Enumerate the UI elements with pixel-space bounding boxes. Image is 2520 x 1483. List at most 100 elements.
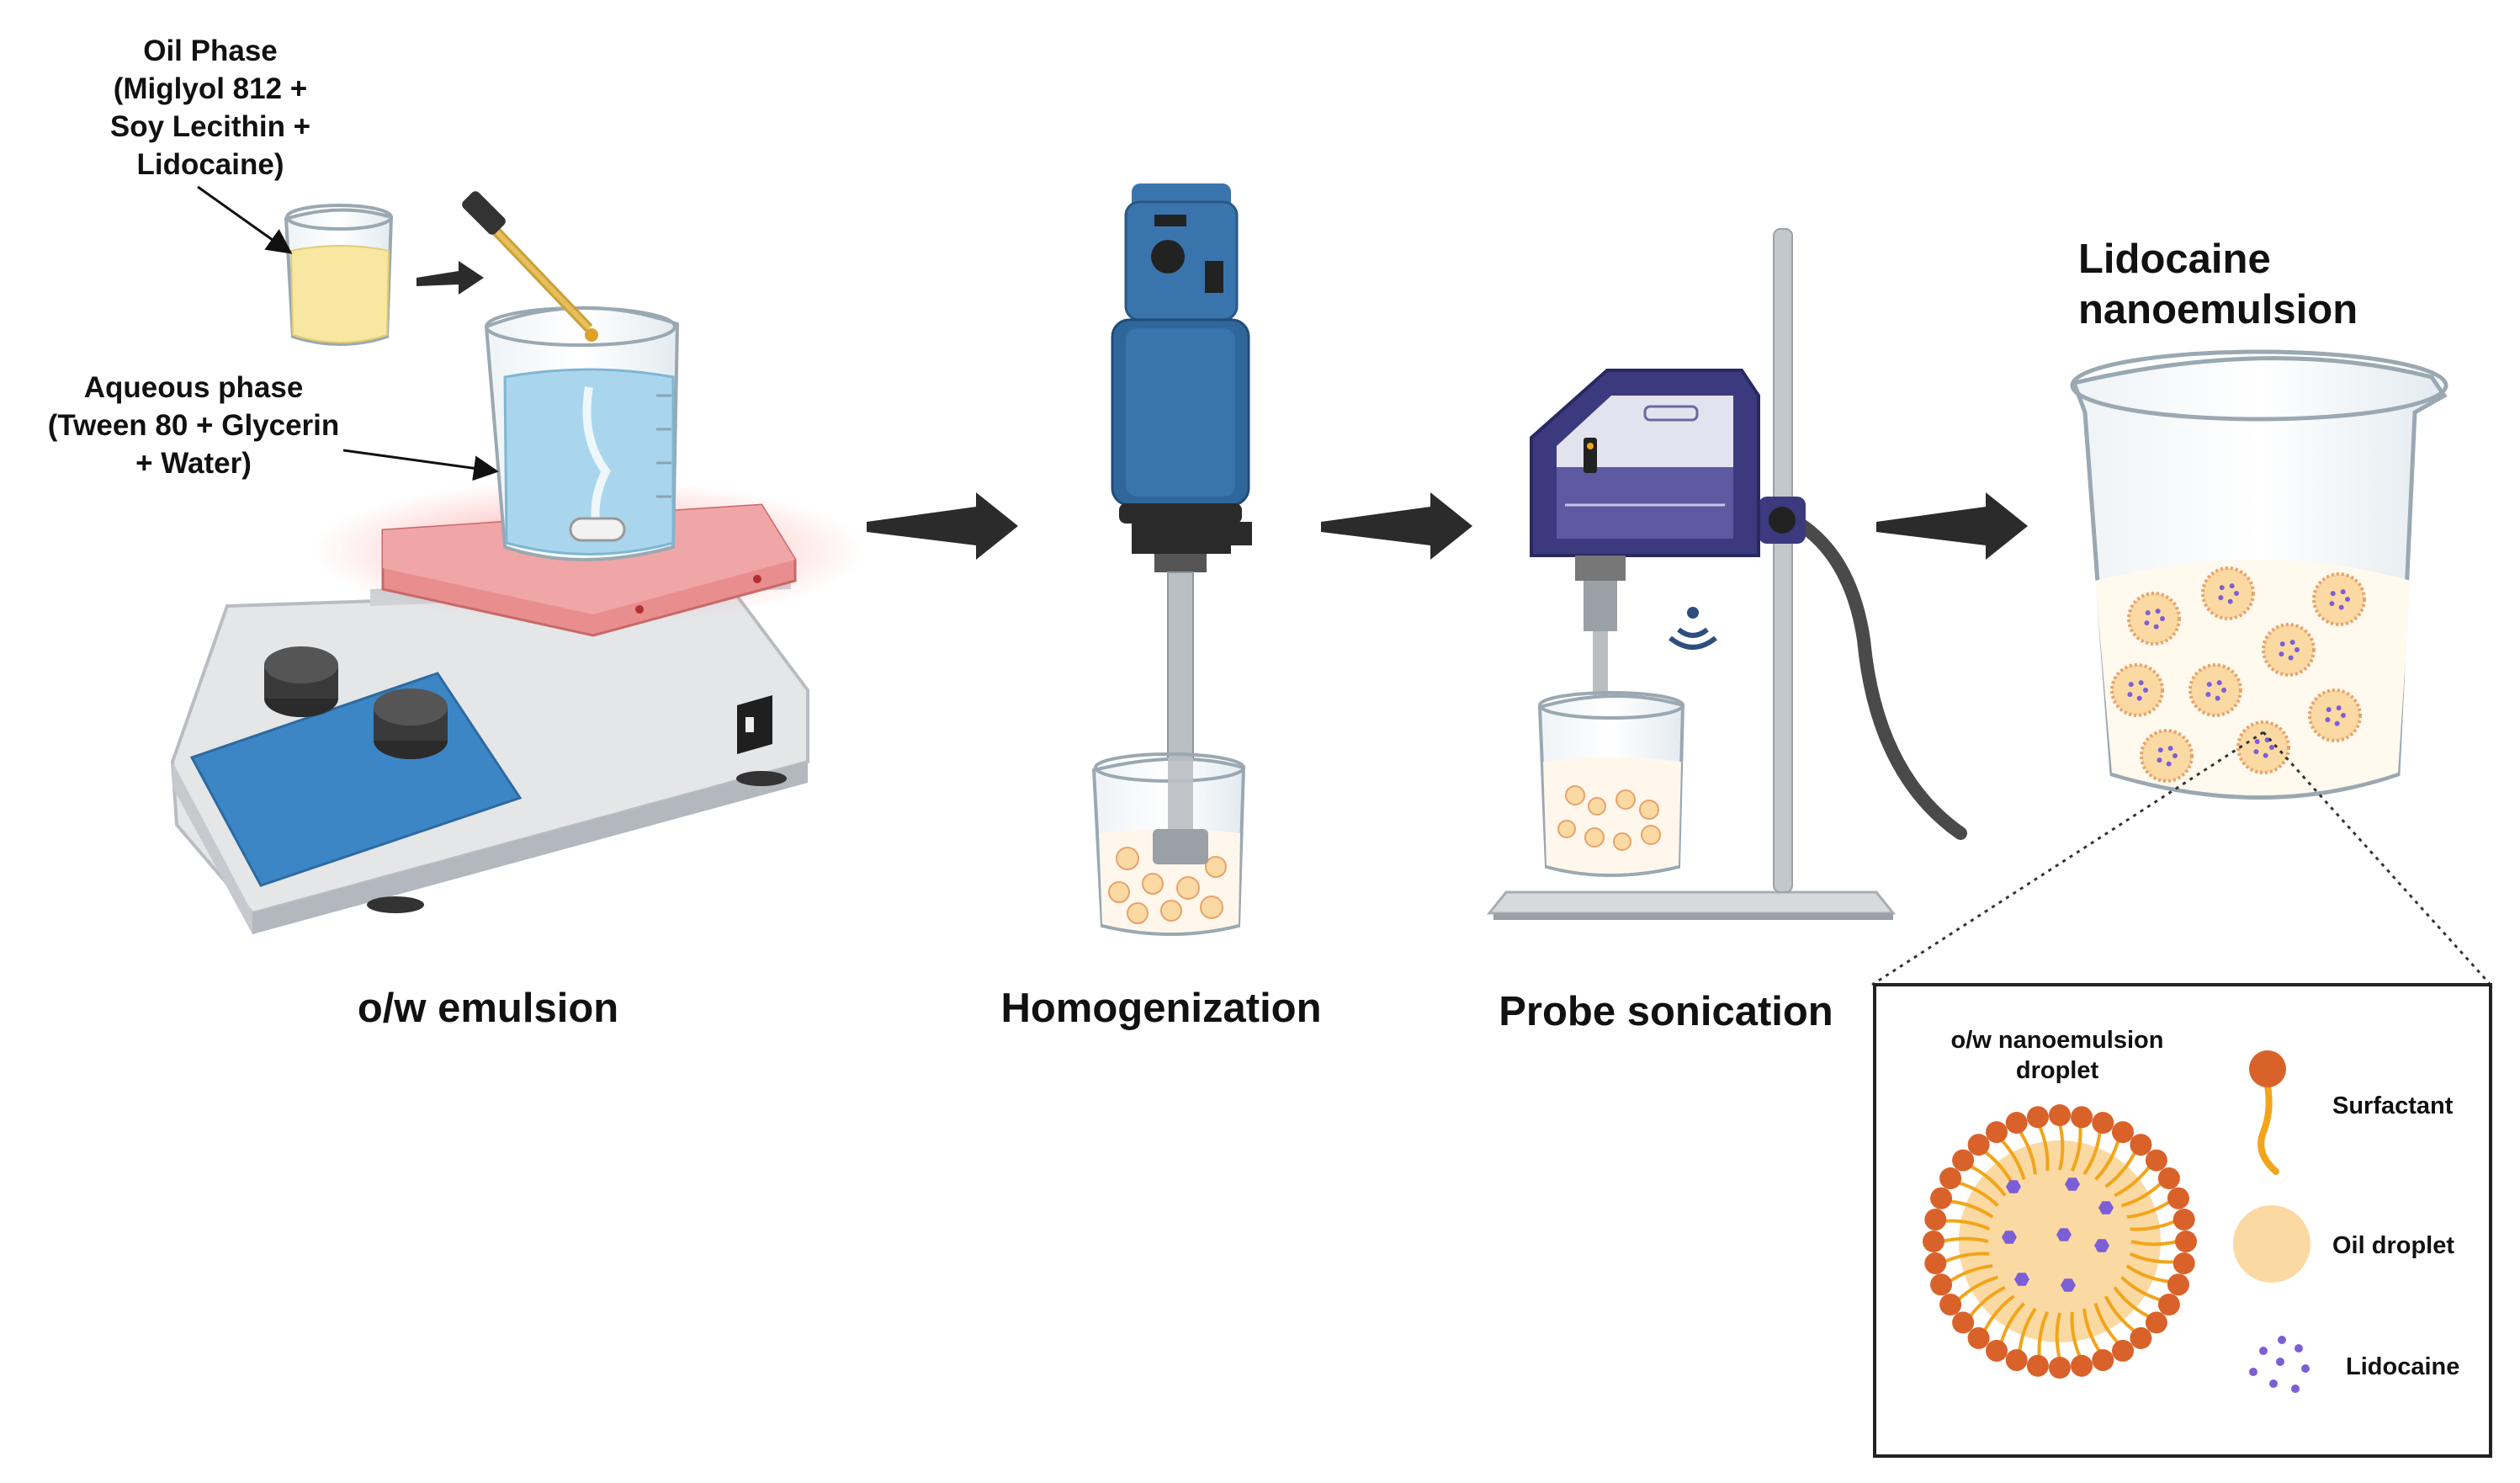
lidocaine-molecule [2056, 1228, 2072, 1241]
nanoemulsion-droplets [2110, 566, 2366, 783]
surfactant-head [2173, 1252, 2195, 1275]
aqueous-phase-line-3: + Water) [135, 447, 252, 480]
power-switch-icon [737, 695, 772, 754]
surfactant-head [2026, 1106, 2049, 1129]
beaker-homogenizer-icon [1091, 752, 1246, 936]
beaker-oil-phase-icon [284, 204, 394, 346]
surfactant-head [2145, 1149, 2167, 1172]
droplet-icon [2312, 572, 2366, 626]
surfactant-head [2157, 1167, 2180, 1189]
surfactant-head [2071, 1106, 2093, 1129]
oil-phase-line-1: Oil Phase [143, 35, 278, 67]
surfactant-tail [2070, 1125, 2082, 1172]
surfactant-icon [2249, 1050, 2286, 1175]
surfactant-head [2026, 1354, 2049, 1377]
nanoemulsion-droplet-diagram [1923, 1104, 2197, 1379]
droplet-icon [2188, 663, 2242, 717]
surfactant-head [2112, 1121, 2134, 1144]
beaker-aqueous-phase-icon [484, 306, 680, 561]
beaker-sonication-icon [1537, 691, 1685, 877]
surfactant-head [2092, 1112, 2114, 1135]
surfactant-tail [2129, 1252, 2176, 1264]
surfactant-head [2173, 1208, 2195, 1231]
droplet-icon [2308, 688, 2362, 742]
surfactant-tail [2104, 1150, 2137, 1188]
surfactant-head [1939, 1167, 1962, 1189]
legend-surfactant-label: Surfactant [2332, 1092, 2454, 1119]
flow-arrow-icon [1876, 492, 2028, 560]
surfactant-head [2130, 1134, 2152, 1156]
magnetic-stirrer-hotplate-icon [170, 480, 867, 934]
surfactant-tail [2055, 1312, 2061, 1360]
dropper-icon [462, 191, 598, 342]
droplet-title-line-2: droplet [2015, 1057, 2099, 1084]
droplet-core [1959, 1140, 2161, 1342]
surfactant-tail [2130, 1219, 2177, 1231]
surfactant-tail [2093, 1303, 2120, 1345]
surfactant-head [2049, 1357, 2071, 1379]
surfactant-head [2157, 1294, 2180, 1316]
surfactant-head [1967, 1134, 1990, 1156]
surfactant-head [1923, 1231, 1944, 1252]
oil-phase-line-3: Soy Lecithin + [109, 110, 311, 143]
surfactant-head [2130, 1326, 2152, 1349]
nanoemulsion-label: Lidocaine nanoemulsion [2078, 234, 2415, 335]
surfactant-tail [1956, 1275, 1998, 1302]
aqueous-phase-pointer [342, 449, 499, 481]
surfactant-head [2175, 1231, 2197, 1252]
surfactant-tail [2126, 1199, 2172, 1219]
oil-phase-label: Oil Phase (Miglyol 812 + Soy Lecithin + … [93, 32, 328, 183]
aqueous-phase-line-1: Aqueous phase [83, 371, 304, 404]
probe-sonicator-icon [1486, 228, 1967, 920]
surfactant-tail [2125, 1264, 2171, 1284]
flow-arrow-small-icon [416, 261, 484, 295]
step-label-homogenization: Homogenization [1000, 986, 1322, 1031]
surfactant-head [1924, 1208, 1947, 1231]
surfactant-head [1986, 1339, 2008, 1362]
surfactant-tail [2113, 1286, 2151, 1319]
surfactant-tail [1948, 1264, 1993, 1284]
surfactant-head [2167, 1273, 2189, 1296]
surfactant-head [1967, 1326, 1990, 1349]
lidocaine-molecule [2065, 1177, 2080, 1191]
surfactant-tail [1943, 1252, 1990, 1264]
nanoemulsion-line-2: nanoemulsion [2078, 287, 2358, 332]
surfactant-tail [1944, 1219, 1991, 1231]
surfactant-tail [2058, 1123, 2065, 1171]
surfactant-tail [1941, 1236, 1989, 1243]
surfactant-head [2049, 1104, 2071, 1126]
droplet-icon [2262, 623, 2316, 677]
droplet-icon [2236, 720, 2290, 774]
surfactant-head [2092, 1348, 2114, 1371]
droplet-icon [2201, 566, 2255, 620]
surfactant-tail [2018, 1130, 2037, 1175]
surfactant-head [2005, 1112, 2028, 1135]
surfactant-head [2145, 1311, 2167, 1334]
oil-phase-pointer [197, 185, 293, 254]
flow-arrow-icon [1321, 492, 1472, 560]
surfactant-tail [1968, 1164, 2007, 1197]
surfactant-tail [2130, 1240, 2178, 1246]
surfactant-tail [2082, 1130, 2102, 1176]
droplet-icon [2127, 592, 2181, 646]
surfactant-head [2071, 1354, 2093, 1377]
surfactant-tail [2018, 1307, 2037, 1353]
lidocaine-molecule [2014, 1273, 2029, 1286]
oil-phase-line-2: (Miglyol 812 + [113, 72, 308, 105]
surfactant-head [2167, 1187, 2189, 1209]
flow-arrow-icon [867, 492, 1018, 560]
surfactant-tail [2037, 1124, 2050, 1172]
surfactant-tail [2037, 1310, 2050, 1358]
surfactant-head [1939, 1294, 1962, 1316]
oil-droplet-icon [2233, 1205, 2310, 1283]
nanoemulsion-line-1: Lidocaine [2078, 237, 2271, 282]
lidocaine-icon [2249, 1336, 2310, 1393]
surfactant-tail [2120, 1276, 2162, 1302]
oil-phase-line-4: Lidocaine) [136, 148, 284, 181]
surfactant-tail [1957, 1181, 1999, 1207]
surfactant-tail [1949, 1199, 1994, 1219]
legend-lidocaine-label: Lidocaine [2346, 1353, 2460, 1380]
droplet-icon [2140, 729, 2194, 783]
surfactant-tail [2114, 1164, 2151, 1198]
